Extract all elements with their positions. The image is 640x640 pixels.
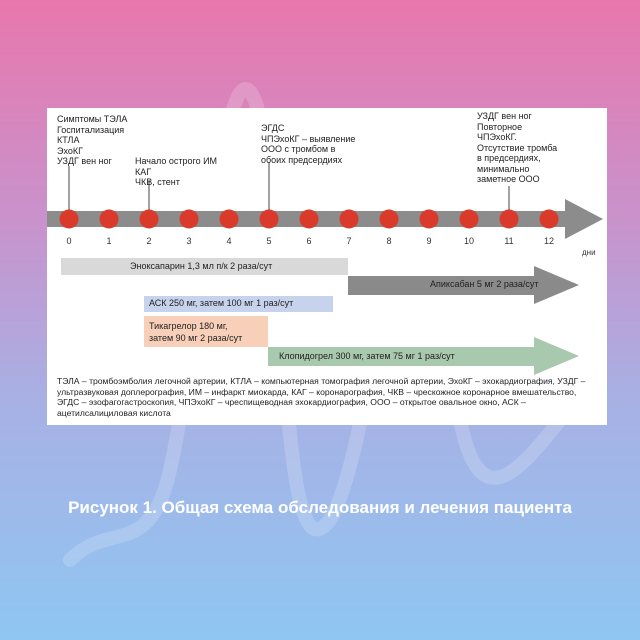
clopidogrel-label: Клопидогрел 300 мг, затем 75 мг 1 раз/су… — [279, 351, 455, 361]
ticagrelor-label-line1: Тикагрелор 180 мг, — [149, 321, 228, 331]
timeline-arrow-head — [565, 199, 603, 239]
day-marker-dot — [219, 209, 239, 229]
apixaban-arrow-shaft — [348, 276, 536, 295]
day-tick-label: 9 — [426, 236, 432, 246]
clopidogrel-arrow-shaft — [268, 347, 536, 366]
day-marker-dot — [539, 209, 559, 229]
day-tick-label: 0 — [66, 236, 72, 246]
day-marker-dot — [59, 209, 79, 229]
ask-bar — [144, 296, 333, 312]
day-marker-dot — [299, 209, 319, 229]
ask-label: АСК 250 мг, затем 100 мг 1 раз/сут — [149, 298, 294, 308]
abbreviations-legend: ТЭЛА – тромбоэмболия легочной артерии, К… — [57, 376, 586, 418]
annotation-day-5: ЭГДС ЧПЭхоКГ – выявление ООО с тромбом в… — [261, 123, 356, 165]
day-tick-label: 3 — [186, 236, 192, 246]
day-marker-dot — [259, 209, 279, 229]
clopidogrel-arrow-head — [534, 337, 579, 375]
day-marker-dot — [339, 209, 359, 229]
day-tick-label: 2 — [146, 236, 152, 246]
days-axis-label: дни — [582, 248, 596, 257]
day-tick-label: 12 — [543, 236, 554, 246]
day-marker-dot — [459, 209, 479, 229]
annotation-day-0: Симптомы ТЭЛА Госпитализация КТЛА ЭхоКГ … — [57, 114, 128, 166]
day-tick-label: 8 — [386, 236, 392, 246]
day-tick-label: 11 — [504, 236, 514, 246]
figure-card: Симптомы ТЭЛА Госпитализация КТЛА ЭхоКГ … — [47, 108, 607, 425]
day-marker-dot — [179, 209, 199, 229]
ticagrelor-bar — [144, 316, 268, 347]
timeline-diagram — [47, 162, 603, 375]
enoxaparin-label: Эноксапарин 1,3 мл п/к 2 раза/сут — [130, 261, 273, 271]
annotation-day-11: УЗДГ вен ног Повторное ЧПЭхоКГ. Отсутств… — [477, 111, 558, 184]
day-marker-dot — [99, 209, 119, 229]
figure-caption: Рисунок 1. Общая схема обследования и ле… — [68, 498, 572, 517]
day-tick-label: 6 — [306, 236, 312, 246]
day-tick-label: 7 — [346, 236, 352, 246]
apixaban-arrow-head — [534, 266, 579, 304]
day-marker-dot — [499, 209, 519, 229]
ticagrelor-label-line2: затем 90 мг 2 раза/сут — [149, 333, 243, 343]
annotation-day-2: Начало острого ИМ КАГ ЧКВ, стент — [135, 156, 218, 187]
day-marker-dot — [379, 209, 399, 229]
day-tick-label: 5 — [266, 236, 272, 246]
day-tick-label: 10 — [463, 236, 474, 246]
day-tick-label: 1 — [106, 236, 112, 246]
day-tick-label: 4 — [226, 236, 232, 246]
enoxaparin-bar — [61, 258, 348, 275]
day-marker-dot — [139, 209, 159, 229]
day-marker-dot — [419, 209, 439, 229]
apixaban-label: Апиксабан 5 мг 2 раза/сут — [430, 279, 539, 289]
